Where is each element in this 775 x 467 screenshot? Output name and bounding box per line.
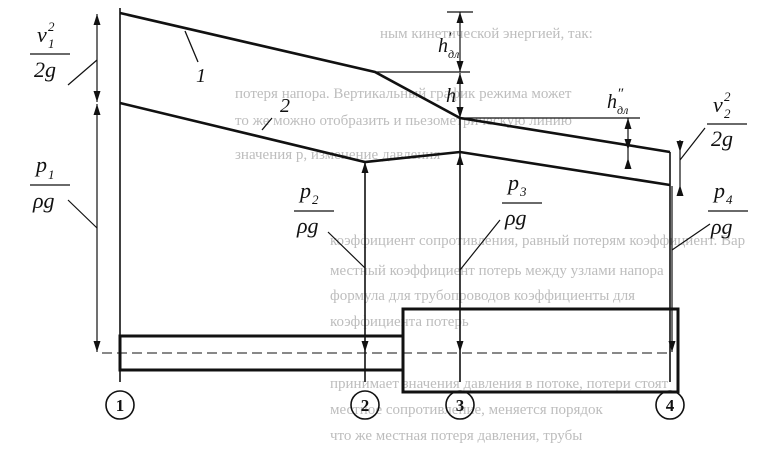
label-p2: p 2 ρg [294, 178, 334, 238]
v2-numerator: v [713, 92, 723, 117]
v2-superscript: 2 [724, 89, 731, 104]
v2-arrow-top [676, 141, 684, 152]
ghost-text-mid-3: формула для трубопроводов коэффициенты д… [330, 288, 635, 304]
p3-numerator: p [506, 170, 519, 195]
label-v2: v 2 2 2g [707, 89, 747, 151]
ghost-text-mid-2: местный коэффициент потерь между узлами … [330, 263, 664, 279]
p3-arrow-top [456, 154, 464, 165]
v1-subscript: 1 [48, 36, 55, 51]
p2-arrow-bottom [361, 341, 369, 352]
ghost-text-bottom-2: местное сопротивление, меняется порядок [330, 402, 604, 418]
p4-label-leader [671, 223, 711, 251]
p1-label-leader [67, 199, 98, 229]
label-p1: p 1 ρg [30, 152, 70, 213]
p2-subscript: 2 [312, 192, 319, 207]
v1-denominator: 2g [34, 57, 56, 82]
h-double-prime-main: h [607, 91, 617, 113]
h-double-prime-lower-arrow [624, 158, 632, 169]
pipe-wide-section [401, 307, 680, 394]
section-3-number: 3 [456, 396, 465, 415]
p4-subscript: 4 [726, 192, 733, 207]
label-h-double-prime: h ″ дл [607, 86, 628, 117]
v1-superscript: 2 [48, 19, 55, 34]
label-v1: v 1 2 2g [30, 19, 70, 82]
v1-arrow-top [93, 14, 101, 25]
p4-denominator: ρg [710, 214, 733, 239]
p3-arrow-bottom [456, 341, 464, 352]
energy-line-leader [184, 30, 199, 63]
h-double-prime-superscript: ″ [617, 86, 624, 102]
section-4-number: 4 [666, 396, 675, 415]
p3-subscript: 3 [519, 184, 527, 199]
h-main: h [446, 85, 456, 107]
piezometric-line [119, 101, 671, 187]
section-3-circle [445, 390, 475, 420]
v1-numerator: v [37, 22, 47, 47]
piezometric-line-leader [261, 117, 273, 131]
p1-numerator: p [34, 152, 47, 177]
v2-subscript: 2 [724, 106, 731, 121]
h-prime-arrow-bottom [456, 61, 464, 72]
section-markers: 1 2 3 4 [105, 390, 685, 420]
v1-arrow-bottom [93, 91, 101, 102]
ghost-text-bottom-1: принимает значения давления в потоке, по… [330, 376, 669, 392]
p2-arrow-top [361, 162, 369, 173]
p2-numerator: p [298, 178, 311, 203]
p4-numerator: p [712, 178, 725, 203]
section-1-circle [105, 390, 135, 420]
p3-denominator: ρg [504, 205, 527, 230]
h-arrow-top [456, 73, 464, 84]
ghost-text-mid-1: коэффициент сопротивления, равный потеря… [330, 233, 745, 249]
h-double-prime-arrow-top [624, 118, 632, 129]
h-double-prime-subscript: дл [617, 103, 628, 117]
h-prime-arrow-top [456, 12, 464, 23]
section-2-circle [350, 390, 380, 420]
section-1-dimensions [67, 14, 101, 352]
ghost-text-right-2: то же можно отобразить и пьезометрическу… [235, 113, 572, 129]
label-h: h [446, 85, 456, 107]
p1-arrow-top [93, 104, 101, 115]
p4-arrow-bottom [668, 341, 676, 352]
v2-denominator: 2g [711, 126, 733, 151]
p3-label-leader [459, 219, 501, 271]
section-4-dimensions [460, 117, 711, 352]
energy-line-label: 1 [196, 65, 206, 87]
section-1-number: 1 [116, 396, 125, 415]
section-2-number: 2 [361, 396, 370, 415]
h-arrow-bottom [456, 107, 464, 118]
pipe [102, 307, 680, 394]
ghost-text-mid-4: коэффициента потерь [330, 314, 469, 330]
v2-label-leader [679, 127, 706, 161]
ghost-text-top: ным кинетической энергией, так: [380, 26, 593, 42]
h-prime-superscript: ′ [448, 30, 452, 46]
section-2-3-dimensions [327, 11, 501, 352]
p1-subscript: 1 [48, 167, 55, 182]
ghost-text-right-1: потеря напора. Вертикальный график режим… [235, 86, 572, 102]
piezometric-line-label: 2 [280, 95, 290, 117]
v2-arrow-bottom [676, 185, 684, 196]
h-prime-subscript: дл [448, 47, 459, 61]
v1-label-leader [67, 59, 98, 86]
h-double-prime-arrow-bottom [624, 139, 632, 150]
p2-denominator: ρg [296, 213, 319, 238]
energy-line [119, 11, 671, 154]
p1-arrow-bottom [93, 341, 101, 352]
label-h-prime: h ′ дл [438, 30, 459, 61]
p2-label-leader [327, 231, 366, 269]
p1-denominator: ρg [32, 188, 55, 213]
label-p4: p 4 ρg [708, 178, 748, 239]
section-4-circle [655, 390, 685, 420]
h-prime-main: h [438, 35, 448, 57]
label-p3: p 3 ρg [502, 170, 542, 230]
ghost-text-bottom-3: что же местная потеря давления, трубы [330, 428, 582, 444]
